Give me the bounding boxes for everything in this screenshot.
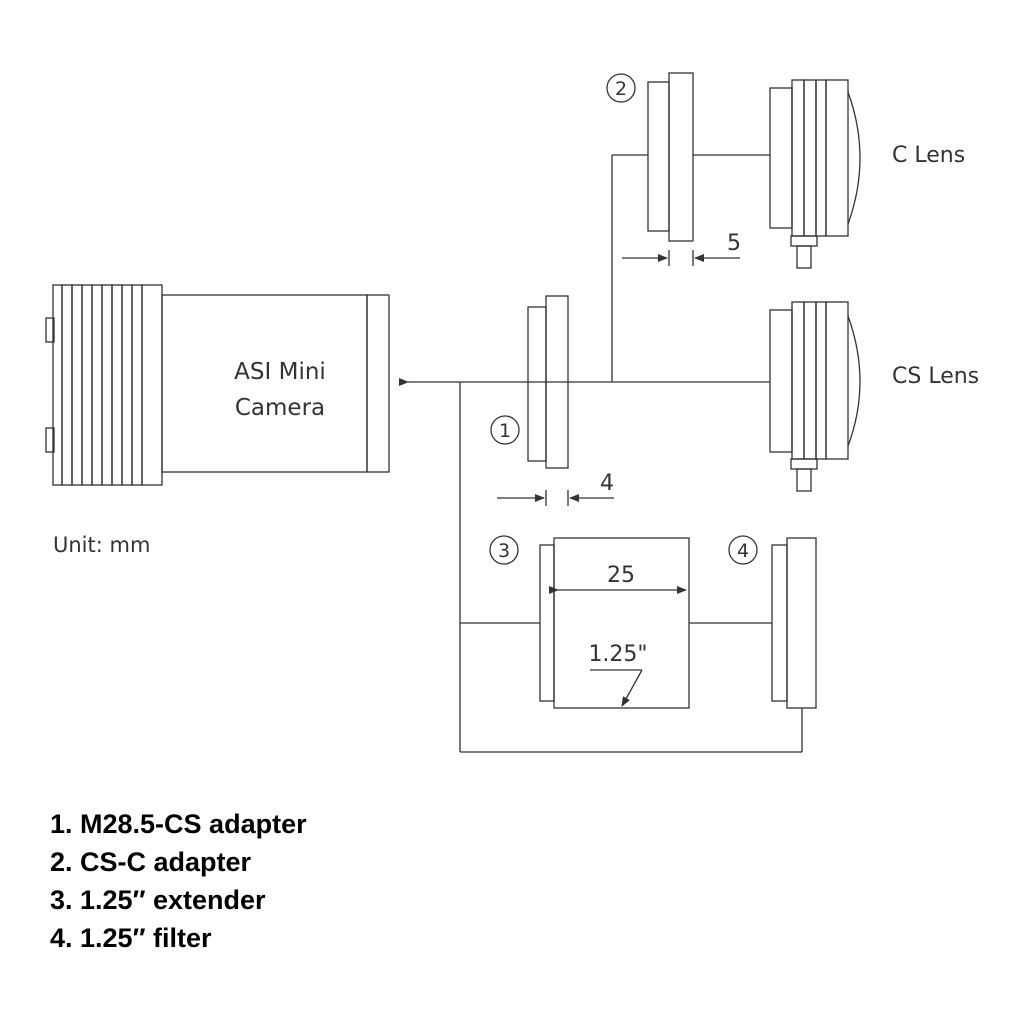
unit-label: Unit: mm bbox=[53, 533, 150, 557]
dimension-5-label: 5 bbox=[727, 231, 741, 256]
cs-lens bbox=[769, 301, 861, 492]
camera-label-line2: Camera bbox=[235, 395, 325, 421]
marker-circle-3 bbox=[489, 535, 519, 565]
dimension-25-label: 25 bbox=[607, 563, 635, 588]
extender-1-25 bbox=[539, 537, 690, 709]
legend-item-3: 3. 1.25″ extender bbox=[50, 885, 266, 915]
marker-circle-1 bbox=[490, 415, 520, 445]
marker-4: 4 bbox=[737, 540, 749, 562]
dimension-cs-c-gap bbox=[622, 250, 740, 266]
dimension-m28-cs-gap bbox=[497, 490, 614, 506]
marker-circle-2 bbox=[606, 73, 636, 103]
m28-cs-adapter bbox=[527, 295, 569, 469]
cs-c-adapter bbox=[647, 72, 694, 242]
component-legend: 1. M28.5-CS adapter 2. CS-C adapter 3. 1… bbox=[50, 805, 307, 957]
legend-item-2: 2. CS-C adapter bbox=[50, 847, 252, 877]
marker-1: 1 bbox=[499, 420, 511, 442]
thread-size-label: 1.25" bbox=[588, 642, 647, 667]
dimension-4-label: 4 bbox=[600, 471, 614, 496]
cs-lens-label: CS Lens bbox=[892, 364, 979, 389]
marker-3: 3 bbox=[498, 540, 510, 562]
marker-2: 2 bbox=[615, 78, 627, 100]
thread-leader bbox=[590, 669, 643, 707]
c-lens bbox=[769, 79, 861, 269]
camera-label-line1: ASI Mini bbox=[234, 359, 326, 385]
filter-1-25 bbox=[771, 537, 817, 709]
c-lens-label: C Lens bbox=[892, 143, 965, 168]
legend-item-4: 4. 1.25″ filter bbox=[50, 923, 212, 953]
marker-circle-4 bbox=[728, 535, 758, 565]
legend-item-1: 1. M28.5-CS adapter bbox=[50, 809, 307, 839]
asi-mini-camera bbox=[45, 284, 390, 486]
